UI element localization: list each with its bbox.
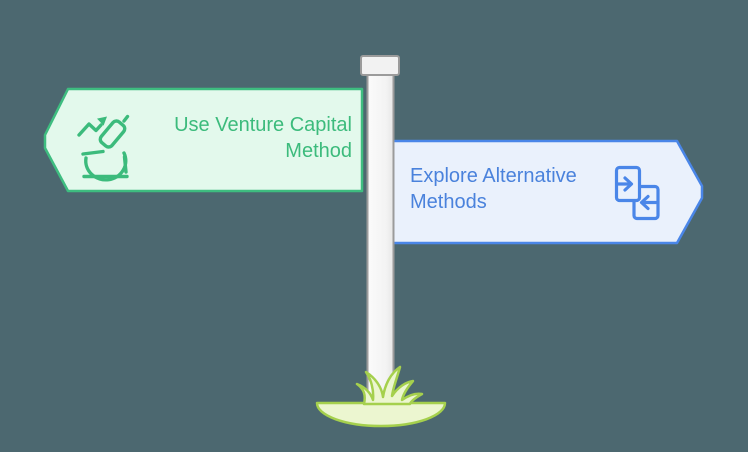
pole-cap	[360, 55, 400, 76]
grass-mound	[315, 401, 447, 428]
grass-tuft	[355, 365, 424, 406]
grass	[315, 365, 447, 428]
venture-sign-label: Use Venture Capital Method	[174, 114, 352, 162]
signpost-pole	[360, 55, 400, 405]
venture-sign	[43, 87, 364, 193]
microscope-growth-icon	[77, 114, 130, 182]
compare-transfer-icon	[614, 165, 660, 221]
pole-shaft	[366, 71, 395, 405]
alternative-sign-label: Explore Alternative Methods	[410, 165, 577, 213]
